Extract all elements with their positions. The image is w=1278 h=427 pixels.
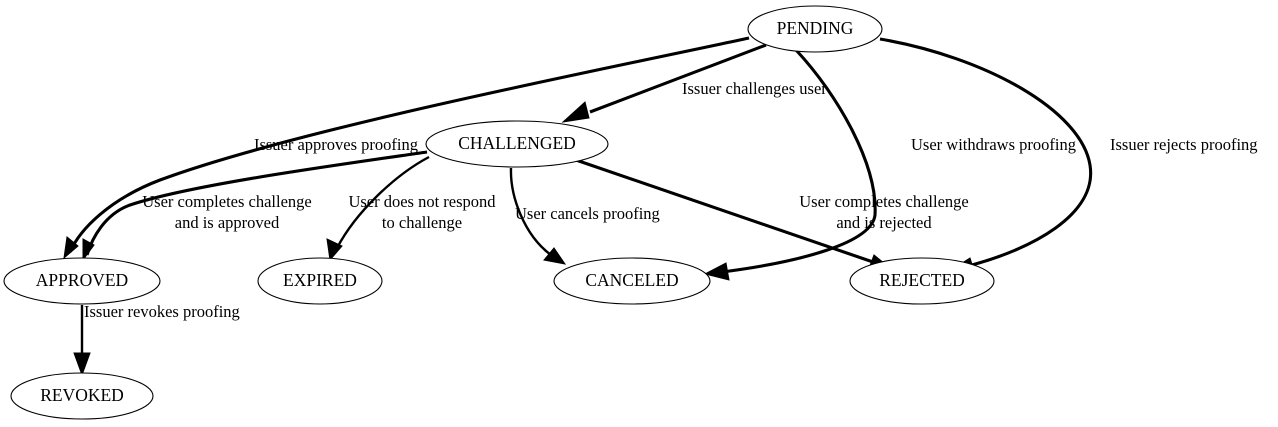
node-rejected-label: REJECTED — [879, 270, 965, 290]
edge-pending-challenged-label: Issuer challenges user — [682, 79, 827, 98]
node-challenged-shape — [425, 120, 609, 168]
node-revoked[interactable]: REVOKED — [10, 372, 154, 420]
edge-pending-rejected[interactable]: Issuer rejects proofing — [879, 37, 1258, 275]
edge-approved-revoked[interactable]: Issuer revokes proofing — [73, 302, 240, 377]
node-pending[interactable]: PENDING — [747, 5, 883, 53]
edge-challenged-expired-label-line1: User does not respond — [348, 192, 496, 211]
edge-challenged-expired-label-line2: to challenge — [382, 213, 462, 232]
node-revoked-label: REVOKED — [40, 385, 124, 405]
edge-challenged-canceled-path — [509, 167, 552, 256]
node-expired[interactable]: EXPIRED — [257, 257, 383, 305]
node-canceled[interactable]: CANCELED — [553, 257, 711, 305]
edge-challenged-approved-path — [85, 150, 428, 256]
edge-pending-challenged[interactable]: Issuer challenges user — [561, 43, 827, 123]
edge-challenged-rejected-label-line2: and is rejected — [836, 213, 932, 232]
edge-pending-approved-path — [68, 36, 750, 253]
node-expired-shape — [257, 257, 383, 305]
node-rejected[interactable]: REJECTED — [849, 257, 995, 305]
edge-challenged-rejected-label-line1: User completes challenge — [799, 192, 969, 211]
node-canceled-shape — [553, 257, 711, 305]
node-revoked-shape — [10, 372, 154, 420]
node-approved-label: APPROVED — [36, 270, 128, 290]
node-canceled-label: CANCELED — [585, 270, 678, 290]
node-approved-shape — [3, 257, 161, 305]
edge-pending-rejected-label: Issuer rejects proofing — [1110, 135, 1258, 154]
edge-challenged-expired[interactable]: User does not respond to challenge — [326, 155, 496, 262]
edge-challenged-approved-label-line2: and is approved — [175, 213, 280, 232]
edge-pending-rejected-path — [879, 37, 1093, 268]
edge-pending-canceled-label: User withdraws proofing — [911, 135, 1076, 154]
node-pending-label: PENDING — [777, 18, 854, 38]
node-pending-shape — [747, 5, 883, 53]
edge-challenged-canceled-label: User cancels proofing — [515, 204, 660, 223]
edge-challenged-canceled[interactable]: User cancels proofing — [509, 167, 660, 265]
edge-challenged-approved-label-line1: User completes challenge — [142, 192, 312, 211]
edge-pending-canceled-path — [721, 48, 877, 274]
edge-challenged-approved-arrowhead — [82, 238, 95, 262]
edge-pending-approved-label: Issuer approves proofing — [254, 135, 418, 154]
edge-challenged-expired-arrowhead — [326, 238, 343, 262]
edge-challenged-rejected-path — [572, 157, 874, 264]
edge-pending-challenged-arrowhead — [561, 101, 590, 123]
node-rejected-shape — [849, 257, 995, 305]
node-challenged-label: CHALLENGED — [458, 133, 576, 153]
node-challenged[interactable]: CHALLENGED — [425, 120, 609, 168]
edge-approved-revoked-arrowhead — [73, 352, 91, 377]
edge-pending-canceled-arrowhead — [703, 262, 730, 281]
edge-challenged-approved[interactable]: User completes challenge and is approved — [82, 150, 428, 262]
edge-approved-revoked-label: Issuer revokes proofing — [84, 302, 240, 321]
edge-challenged-expired-path — [335, 155, 430, 249]
edge-challenged-canceled-arrowhead — [543, 247, 567, 265]
edge-pending-canceled[interactable]: User withdraws proofing — [703, 48, 1076, 281]
edge-pending-approved[interactable]: Issuer approves proofing — [63, 36, 750, 260]
edge-pending-challenged-path — [589, 43, 767, 114]
node-approved[interactable]: APPROVED — [3, 257, 161, 305]
edge-pending-approved-arrowhead — [63, 236, 79, 260]
node-expired-label: EXPIRED — [283, 270, 357, 290]
